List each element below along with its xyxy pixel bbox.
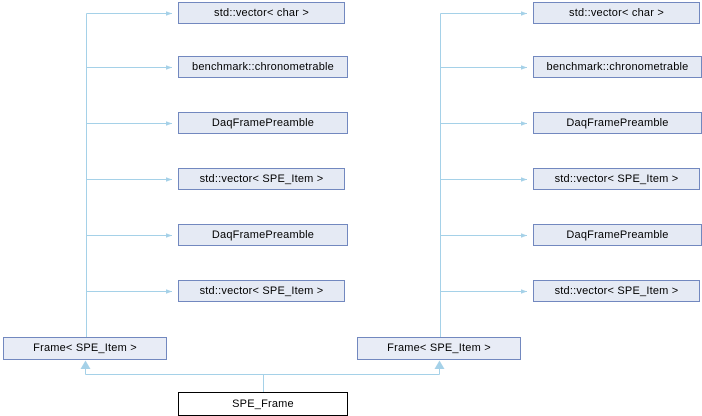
node-label: DaqFramePreamble xyxy=(211,116,315,129)
inheritance-triangle-right xyxy=(434,360,445,369)
node-std-vector-spe-item-right-1[interactable]: std::vector< SPE_Item > xyxy=(533,168,700,190)
right-usage-edges xyxy=(440,11,527,338)
node-std-vector-spe-item-left-2[interactable]: std::vector< SPE_Item > xyxy=(178,280,345,302)
node-daqframepreamble-right-1[interactable]: DaqFramePreamble xyxy=(533,112,702,134)
node-label: Frame< SPE_Item > xyxy=(33,342,137,354)
node-spe-frame[interactable]: SPE_Frame xyxy=(178,392,348,416)
node-label: std::vector< SPE_Item > xyxy=(199,284,324,297)
inheritance-edges xyxy=(85,366,440,392)
node-frame-spe-item-right[interactable]: Frame< SPE_Item > xyxy=(357,337,521,360)
node-std-vector-char-left[interactable]: std::vector< char > xyxy=(178,2,345,24)
node-label: std::vector< char > xyxy=(569,6,664,19)
node-daqframepreamble-left-2[interactable]: DaqFramePreamble xyxy=(178,224,348,246)
node-frame-spe-item-left[interactable]: Frame< SPE_Item > xyxy=(3,337,167,360)
node-label: std::vector< char > xyxy=(214,6,309,19)
node-daqframepreamble-left-1[interactable]: DaqFramePreamble xyxy=(178,112,348,134)
node-label: DaqFramePreamble xyxy=(566,116,669,129)
left-usage-edges xyxy=(86,11,172,338)
node-label: std::vector< SPE_Item > xyxy=(554,172,679,185)
node-label: benchmark::chronometrable xyxy=(192,60,334,73)
node-label: SPE_Frame xyxy=(232,397,294,410)
node-std-vector-char-right[interactable]: std::vector< char > xyxy=(533,2,700,24)
node-benchmark-chronometrable-left[interactable]: benchmark::chronometrable xyxy=(178,56,348,78)
node-label: std::vector< SPE_Item > xyxy=(199,172,324,185)
node-benchmark-chronometrable-right[interactable]: benchmark::chronometrable xyxy=(533,56,702,78)
node-label: Frame< SPE_Item > xyxy=(387,342,491,354)
node-label: benchmark::chronometrable xyxy=(546,60,689,73)
node-std-vector-spe-item-left-1[interactable]: std::vector< SPE_Item > xyxy=(178,168,345,190)
node-label: DaqFramePreamble xyxy=(566,228,669,241)
inheritance-arrowheads xyxy=(80,360,445,369)
node-std-vector-spe-item-right-2[interactable]: std::vector< SPE_Item > xyxy=(533,280,700,302)
inheritance-triangle-left xyxy=(80,360,91,369)
node-daqframepreamble-right-2[interactable]: DaqFramePreamble xyxy=(533,224,702,246)
node-label: DaqFramePreamble xyxy=(211,228,315,241)
node-label: std::vector< SPE_Item > xyxy=(554,284,679,297)
